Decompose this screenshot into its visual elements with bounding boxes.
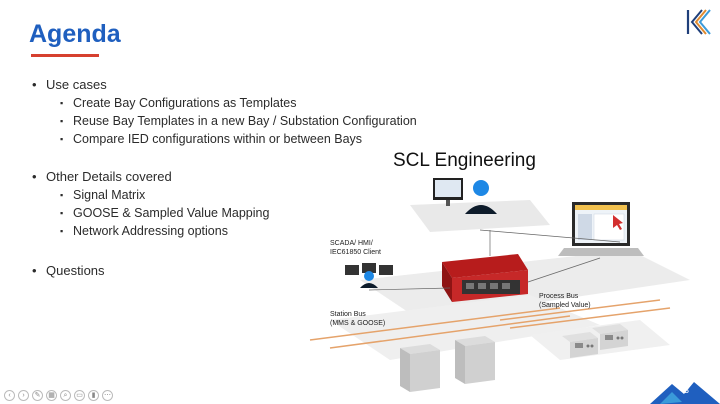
station-bus-label-2: (MMS & GOOSE)	[330, 320, 385, 327]
agenda-subitem: Create Bay Configurations as Templates	[32, 94, 417, 112]
agenda-item-questions: Questions	[32, 262, 417, 280]
agenda-subitem: GOOSE & Sampled Value Mapping	[32, 204, 417, 222]
company-logo-icon	[686, 9, 711, 35]
more-icon[interactable]: ⋯	[102, 390, 113, 401]
diagram-title: SCL Engineering	[393, 150, 536, 171]
station-bus-label-1: Station Bus	[330, 311, 366, 318]
merging-unit-icon	[562, 332, 598, 358]
scada-label-2: IEC61850 Client	[330, 249, 381, 256]
process-bus-label-1: Process Bus	[539, 293, 579, 300]
process-bus-label-2: (Sampled Value)	[539, 302, 591, 309]
pen-icon[interactable]: ✎	[32, 390, 43, 401]
slide-title: Agenda	[29, 20, 121, 48]
slides-icon[interactable]: ▦	[46, 390, 57, 401]
page-number: 3	[684, 385, 690, 395]
user-icon	[465, 180, 497, 214]
ied-cabinet-icon	[455, 336, 495, 384]
agenda-item-use-cases: Use cases	[32, 76, 417, 94]
agenda-subitem: Compare IED configurations within or bet…	[32, 130, 417, 148]
monitor-icon	[433, 178, 463, 206]
title-underline	[31, 54, 99, 57]
subtitles-icon[interactable]: ▭	[74, 390, 85, 401]
process-bus-line	[499, 299, 661, 321]
camera-icon[interactable]: ▮	[88, 390, 99, 401]
station-bus-line	[309, 307, 561, 341]
agenda-item-other-details: Other Details covered	[32, 168, 417, 186]
test-set-icon	[442, 254, 528, 302]
agenda-subitem: Signal Matrix	[32, 186, 417, 204]
agenda-subitem: Reuse Bay Templates in a new Bay / Subst…	[32, 112, 417, 130]
merging-unit-icon	[592, 324, 628, 350]
scada-label-1: SCADA/ HMI/	[330, 240, 373, 247]
laptop-icon	[558, 202, 644, 256]
agenda-list: Use cases Create Bay Configurations as T…	[32, 76, 417, 280]
previous-icon[interactable]: ‹	[4, 390, 15, 401]
next-icon[interactable]: ›	[18, 390, 29, 401]
presentation-toolbar: ‹ › ✎ ▦ ⌕ ▭ ▮ ⋯	[4, 390, 113, 401]
ied-cabinet-icon	[400, 344, 440, 392]
platform-top	[410, 200, 550, 232]
scada-workstation-icon	[345, 263, 393, 288]
page-badge	[650, 382, 720, 404]
zoom-icon[interactable]: ⌕	[60, 390, 71, 401]
scl-engineering-diagram: SCADA/ HMI/ IEC61850 Client Station Bus …	[309, 178, 690, 392]
agenda-subitem: Network Addressing options	[32, 222, 417, 240]
